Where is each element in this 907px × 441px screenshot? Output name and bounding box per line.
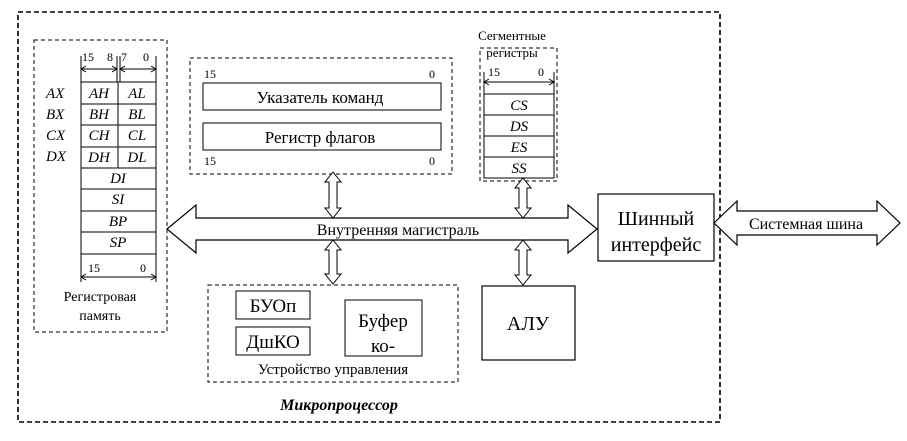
row-label-cx: CX xyxy=(46,128,66,144)
register-memory-label-line1: Регистровая xyxy=(64,290,137,305)
connector-bus-alu xyxy=(513,239,533,286)
segment-bit-15: 15 xyxy=(488,65,500,79)
row-label-bx: BX xyxy=(46,107,65,123)
segment-registers-title-line1: Сегментные xyxy=(478,28,546,43)
ip-flags-boundary xyxy=(189,57,453,175)
control-unit: БУОп ДшКО Буфер ко- Устройство управлени… xyxy=(207,284,459,383)
segment-grid xyxy=(483,72,555,179)
dshko-label: ДшКО xyxy=(246,332,300,353)
segment-ss: SS xyxy=(512,161,528,177)
segment-registers-title-line2: регистры xyxy=(486,45,538,60)
row-label-ax: AX xyxy=(45,86,65,102)
internal-bus-label: Внутренняя магистраль xyxy=(317,222,479,239)
system-bus-label: Системная шина xyxy=(749,216,863,233)
reg-bp: BP xyxy=(109,214,127,230)
bit-label-7-top: 7 xyxy=(121,50,127,64)
instruction-pointer-box xyxy=(202,82,442,111)
segment-cs: CS xyxy=(510,98,528,114)
reg-bh: BH xyxy=(89,107,110,123)
buop-box xyxy=(235,290,311,320)
ip-bit-0-top: 0 xyxy=(429,67,435,81)
register-grid xyxy=(80,81,157,255)
buffer-label-line2: ко- xyxy=(371,336,395,357)
reg-cl: CL xyxy=(128,128,146,144)
processor-label: Микропроцессор xyxy=(279,397,398,414)
reg-bl: BL xyxy=(128,107,146,123)
buffer-label-line1: Буфер xyxy=(358,311,408,332)
bit-label-0-top: 0 xyxy=(143,50,149,64)
bit-label-0-bottom: 0 xyxy=(140,261,146,275)
reg-al: AL xyxy=(127,86,146,102)
flags-register-box xyxy=(202,122,442,151)
system-bus-arrow xyxy=(713,199,901,247)
bit-label-15-bottom: 15 xyxy=(88,261,100,275)
register-memory: 15 8 7 0 AX xyxy=(33,39,168,333)
instruction-pointer-label: Указатель команд xyxy=(257,88,384,107)
flags-bit-0-bottom: 0 xyxy=(429,154,435,168)
segment-ds: DS xyxy=(509,119,529,135)
connector-ip-bus xyxy=(323,171,343,219)
internal-bus-arrow xyxy=(166,203,598,255)
alu-label: АЛУ xyxy=(507,313,550,335)
bit-label-8-top: 8 xyxy=(107,50,113,64)
control-unit-label: Устройство управления xyxy=(258,362,408,378)
alu-box xyxy=(481,285,576,361)
dshko-box xyxy=(235,326,311,356)
register-memory-boundary xyxy=(33,39,168,333)
reg-ch: CH xyxy=(89,128,111,144)
top-bit-dimension xyxy=(80,56,157,82)
control-unit-boundary xyxy=(207,284,459,383)
ip-bit-15-top: 15 xyxy=(204,67,216,81)
buop-label: БУОп xyxy=(250,296,297,317)
bus-interface-label-line1: Шинный xyxy=(618,208,695,230)
bus-interface-box xyxy=(597,193,715,262)
connector-bus-control xyxy=(323,239,343,285)
reg-dl: DL xyxy=(126,150,146,166)
bus-interface-label-line2: интерфейс xyxy=(611,234,702,256)
buffer-clip: Буфер ко- xyxy=(358,311,408,357)
bit-label-15-top: 15 xyxy=(82,50,94,64)
flags-bit-15-bottom: 15 xyxy=(204,154,216,168)
segment-registers: Сегментные регистры 15 0 CS DS ES SS xyxy=(478,28,558,182)
segment-bit-0: 0 xyxy=(538,65,544,79)
row-label-dx: DX xyxy=(45,149,67,165)
reg-di: DI xyxy=(109,171,127,187)
reg-sp: SP xyxy=(110,235,127,251)
buffer-box xyxy=(344,299,423,357)
flags-register-label: Регистр флагов xyxy=(265,128,375,147)
bottom-bit-dimension xyxy=(80,254,157,282)
reg-dh: DH xyxy=(87,150,111,166)
reg-ah: AH xyxy=(88,86,110,102)
segment-registers-boundary xyxy=(479,47,558,182)
ip-flags-block: 15 0 Указатель команд Регистр флагов 15 … xyxy=(189,57,453,175)
connector-segment-bus xyxy=(513,177,533,219)
reg-si: SI xyxy=(112,192,126,208)
segment-es: ES xyxy=(510,140,528,156)
register-memory-label-line2: память xyxy=(79,309,121,324)
